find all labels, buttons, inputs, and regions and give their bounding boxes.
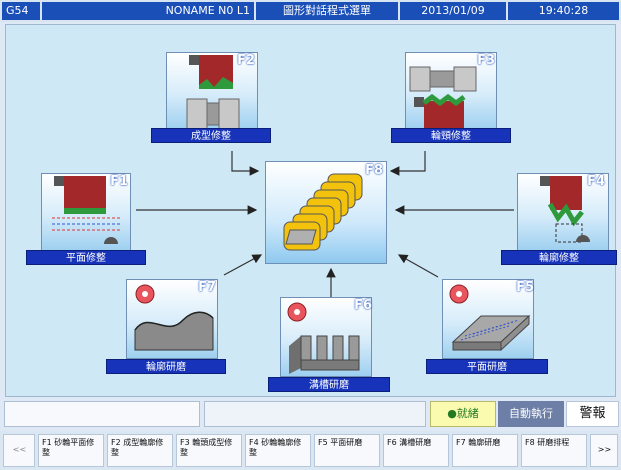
flow-arrows: [136, 151, 514, 297]
date-display: 2013/01/09: [400, 2, 506, 20]
ready-indicator: ●就緒: [430, 401, 496, 427]
function-key-label: F7: [198, 280, 216, 295]
grinding-schedule-icon: [265, 161, 387, 264]
groove-grinding-icon: [280, 297, 372, 377]
softkey-f8[interactable]: F8 研磨排程: [521, 434, 587, 467]
profile-grinding-icon: [126, 279, 218, 359]
menu-card-f2[interactable]: F2 成型修整: [151, 52, 271, 143]
message-area: [204, 401, 426, 427]
menu-card-label: 輪廓修整: [501, 250, 617, 265]
softkey-next[interactable]: >>: [590, 434, 618, 467]
wheel-head-dressing-icon: [405, 52, 497, 130]
menu-card-label: 輪廓研磨: [106, 359, 226, 374]
function-key-label: F5: [516, 280, 534, 295]
menu-card-f1[interactable]: F1 平面修整: [26, 173, 146, 265]
menu-card-f5[interactable]: F5 平面研磨: [426, 279, 548, 375]
function-key-label: F3: [477, 53, 495, 68]
softkey-f6[interactable]: F6 溝槽研磨: [383, 434, 449, 467]
status-bar: G54 NONAME N0 L1 圖形對話程式選單 2013/01/09 19:…: [0, 0, 621, 22]
menu-card-f4[interactable]: F4 輪廓修整: [495, 173, 617, 265]
menu-card-label: 平面研磨: [426, 359, 548, 374]
softkey-f2[interactable]: F2 成型輪廓修整: [107, 434, 173, 467]
function-key-label: F4: [587, 174, 605, 189]
menu-card-label: 平面修整: [26, 250, 146, 265]
function-key-label: F2: [237, 53, 255, 68]
menu-card-f8[interactable]: F8: [265, 161, 387, 264]
menu-panel: F2 成型修整 F3 輪頸修整: [5, 24, 617, 397]
surface-dressing-icon: [41, 173, 131, 251]
program-name: NONAME N0 L1: [42, 2, 254, 20]
menu-card-f7[interactable]: F7 輪廓研磨: [106, 279, 226, 375]
auto-mode-indicator: 自動執行: [498, 401, 564, 427]
coord-system-indicator: G54: [2, 2, 40, 20]
command-input[interactable]: [4, 401, 200, 427]
menu-card-f6[interactable]: F6 溝槽研磨: [268, 297, 390, 393]
surface-grinding-icon: [442, 279, 534, 359]
softkey-f3[interactable]: F3 輪頭成型修整: [176, 434, 242, 467]
softkey-f5[interactable]: F5 平面研磨: [314, 434, 380, 467]
screen-title: 圖形對話程式選單: [256, 2, 398, 20]
function-key-label: F8: [365, 163, 383, 178]
menu-card-label: 輪頸修整: [391, 128, 511, 143]
alarm-button[interactable]: 警報: [566, 401, 619, 427]
form-dressing-icon: [166, 52, 258, 130]
time-display: 19:40:28: [508, 2, 619, 20]
softkey-f7[interactable]: F7 輪廓研磨: [452, 434, 518, 467]
profile-dressing-icon: [517, 173, 609, 251]
softkey-f4[interactable]: F4 砂輪輪廓修整: [245, 434, 311, 467]
function-key-label: F1: [110, 174, 128, 189]
softkey-prev[interactable]: <<: [3, 434, 35, 467]
menu-card-f3[interactable]: F3 輪頸修整: [391, 52, 511, 143]
softkey-f1[interactable]: F1 砂輪平面修整: [38, 434, 104, 467]
message-bar: ●就緒 自動執行 警報: [0, 399, 621, 429]
function-key-label: F6: [354, 298, 372, 313]
softkey-bar: << F1 砂輪平面修整 F2 成型輪廓修整 F3 輪頭成型修整 F4 砂輪輪廓…: [0, 431, 621, 470]
menu-card-label: 成型修整: [151, 128, 271, 143]
menu-card-label: 溝槽研磨: [268, 377, 390, 392]
